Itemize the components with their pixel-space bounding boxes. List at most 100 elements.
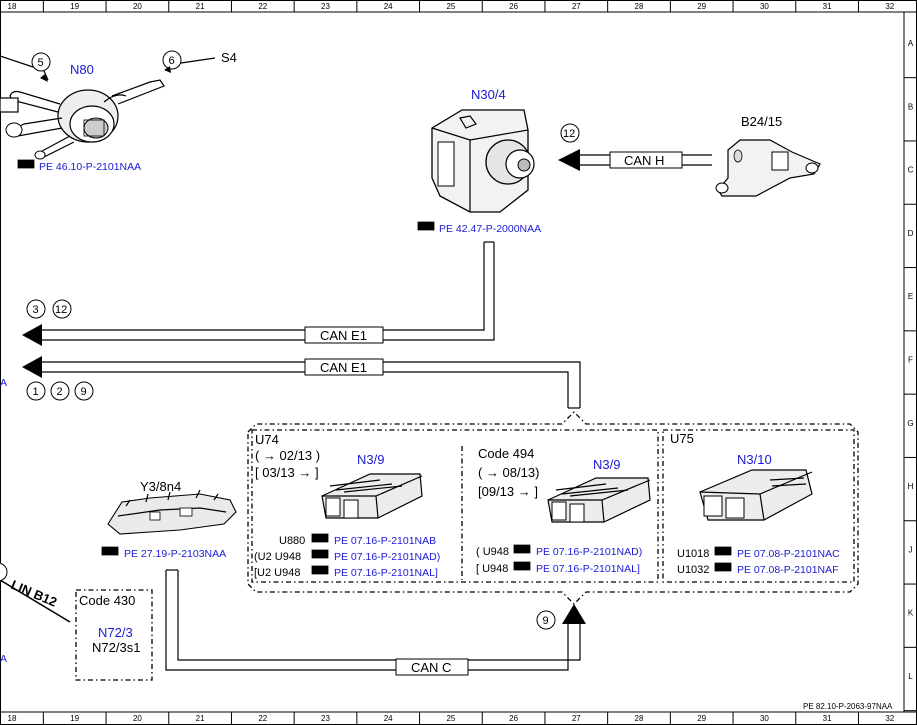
- u74-date1: ( → 02/13 ): [255, 448, 320, 463]
- grid-row-F: F: [908, 356, 913, 365]
- grid-column-28-top: 28: [635, 2, 644, 11]
- grid-column-21-bottom: 21: [196, 714, 205, 723]
- grid-column-22-top: 22: [258, 2, 267, 11]
- variant-u880: U880: [279, 535, 305, 547]
- code494-label: Code 494: [478, 446, 534, 461]
- grid-column-31-top: 31: [823, 2, 832, 11]
- lin-b12-label: LIN B12: [9, 577, 59, 610]
- ref-u948-nal: PE 07.16-P-2101NAL]: [536, 563, 640, 575]
- variant-u2-u948-a: (U2 U948: [254, 551, 301, 563]
- n80-label: N80: [70, 62, 94, 77]
- code494-date1: ( → 08/13): [478, 465, 539, 480]
- ref-u880: PE 07.16-P-2101NAB: [334, 535, 436, 547]
- grid-column-24-bottom: 24: [384, 714, 393, 723]
- callout-2: 2: [57, 386, 63, 398]
- y3-8n4-label: Y3/8n4: [140, 479, 181, 494]
- lin-b12-bus: LIN B12 A: [0, 562, 71, 665]
- callout-3: 3: [33, 304, 39, 316]
- book-icon: [417, 221, 435, 231]
- callout-5: 5: [38, 57, 44, 69]
- grid-row-B: B: [908, 102, 913, 111]
- grid-column-18-bottom: 18: [8, 714, 17, 723]
- book-icon: [311, 549, 329, 559]
- control-unit-group: U74 ( → 02/13 ) [ 03/13 → ] Code 494 ( →…: [247, 411, 859, 605]
- grid-column-27-top: 27: [572, 2, 581, 11]
- callout-12-top: 12: [563, 128, 575, 140]
- grid-column-24-top: 24: [384, 2, 393, 11]
- grid-column-25-bottom: 25: [446, 714, 455, 723]
- can-e1-bottom-bus: CAN E1 1 2 9 A: [0, 356, 581, 409]
- grid-column-25-top: 25: [446, 2, 455, 11]
- s4-label: S4: [221, 50, 237, 65]
- grid-column-32-top: 32: [885, 2, 894, 11]
- grid-column-32-bottom: 32: [885, 714, 894, 723]
- can-c-label: CAN C: [411, 660, 451, 675]
- grid-column-28-bottom: 28: [635, 714, 644, 723]
- book-icon: [101, 546, 119, 556]
- grid-row-J: J: [909, 545, 913, 554]
- ref-u948-nad: PE 07.16-P-2101NAD): [536, 546, 642, 558]
- n30-4-component: N30/4 PE 42.47-P-2000NAA: [417, 87, 541, 235]
- n72-3s1-label: N72/3s1: [92, 640, 140, 655]
- n3-9-b-label: N3/9: [593, 457, 620, 472]
- variant-u1018: U1018: [677, 548, 709, 560]
- book-icon: [311, 565, 329, 575]
- grid-column-30-bottom: 30: [760, 714, 769, 723]
- ref-u1032: PE 07.08-P-2101NAF: [737, 564, 839, 576]
- n80-component: N80 S4 5 6 PE 46.10-P-2101NAA: [0, 50, 237, 173]
- callout-1: 1: [33, 386, 39, 398]
- n3-9-a-label: N3/9: [357, 452, 384, 467]
- grid-row-A: A: [908, 39, 914, 48]
- book-icon: [714, 562, 732, 572]
- variant-u1032: U1032: [677, 564, 709, 576]
- n72-3-label: N72/3: [98, 625, 133, 640]
- book-icon: [513, 544, 531, 554]
- grid-column-26-bottom: 26: [509, 714, 518, 723]
- grid-row-E: E: [908, 292, 913, 301]
- grid-column-31-bottom: 31: [823, 714, 832, 723]
- can-e1-top-label: CAN E1: [320, 328, 367, 343]
- ecu-n3-9-a: [321, 473, 423, 519]
- b24-15-component: B24/15: [715, 114, 821, 197]
- book-icon: [17, 159, 35, 169]
- ref-u2-u948-nad: PE 07.16-P-2101NAD): [334, 551, 440, 563]
- grid-column-29-top: 29: [697, 2, 706, 11]
- ref-u1018: PE 07.08-P-2101NAC: [737, 548, 840, 560]
- callout-12-left: 12: [55, 304, 67, 316]
- grid-column-27-bottom: 27: [572, 714, 581, 723]
- grid-row-D: D: [908, 229, 914, 238]
- grid-column-19-top: 19: [70, 2, 79, 11]
- can-c-bus: CAN C 9: [165, 569, 586, 676]
- grid-column-26-top: 26: [509, 2, 518, 11]
- grid-row-H: H: [908, 482, 914, 491]
- book-icon: [311, 533, 329, 543]
- u74-label: U74: [255, 432, 279, 447]
- ref-u2-u948-nal: PE 07.16-P-2101NAL]: [334, 567, 438, 579]
- ecu-n3-10: [699, 469, 813, 521]
- variant-u948-a: ( U948: [476, 546, 509, 558]
- grid-column-23-top: 23: [321, 2, 330, 11]
- grid-column-30-top: 30: [760, 2, 769, 11]
- document-code: PE 82.10-P-2063-97NAA: [803, 702, 893, 711]
- grid-row-L: L: [908, 672, 913, 681]
- code430-label: Code 430: [79, 593, 135, 608]
- can-e1-bottom-label: CAN E1: [320, 360, 367, 375]
- y3-8n4-component: Y3/8n4 PE 27.19-P-2103NAA: [101, 479, 237, 560]
- variant-u2-u948-b: [U2 U948: [254, 567, 300, 579]
- y3-8n4-ref: PE 27.19-P-2103NAA: [124, 548, 226, 560]
- grid-row-G: G: [907, 419, 913, 428]
- can-h-bus: CAN H 12: [558, 123, 712, 171]
- ecu-n3-9-b: [547, 477, 651, 523]
- grid-column-18-top: 18: [8, 2, 17, 11]
- n3-10-label: N3/10: [737, 452, 772, 467]
- callout-6: 6: [169, 55, 175, 67]
- grid-row-K: K: [908, 609, 914, 618]
- book-icon: [714, 546, 732, 556]
- grid-column-29-bottom: 29: [697, 714, 706, 723]
- grid-row-C: C: [908, 166, 914, 175]
- code430-box: Code 430 N72/3 N72/3s1: [75, 589, 153, 681]
- u74-date2: [ 03/13 → ]: [255, 465, 319, 480]
- left-ref-a2: A: [0, 653, 7, 665]
- can-h-label: CAN H: [624, 153, 664, 168]
